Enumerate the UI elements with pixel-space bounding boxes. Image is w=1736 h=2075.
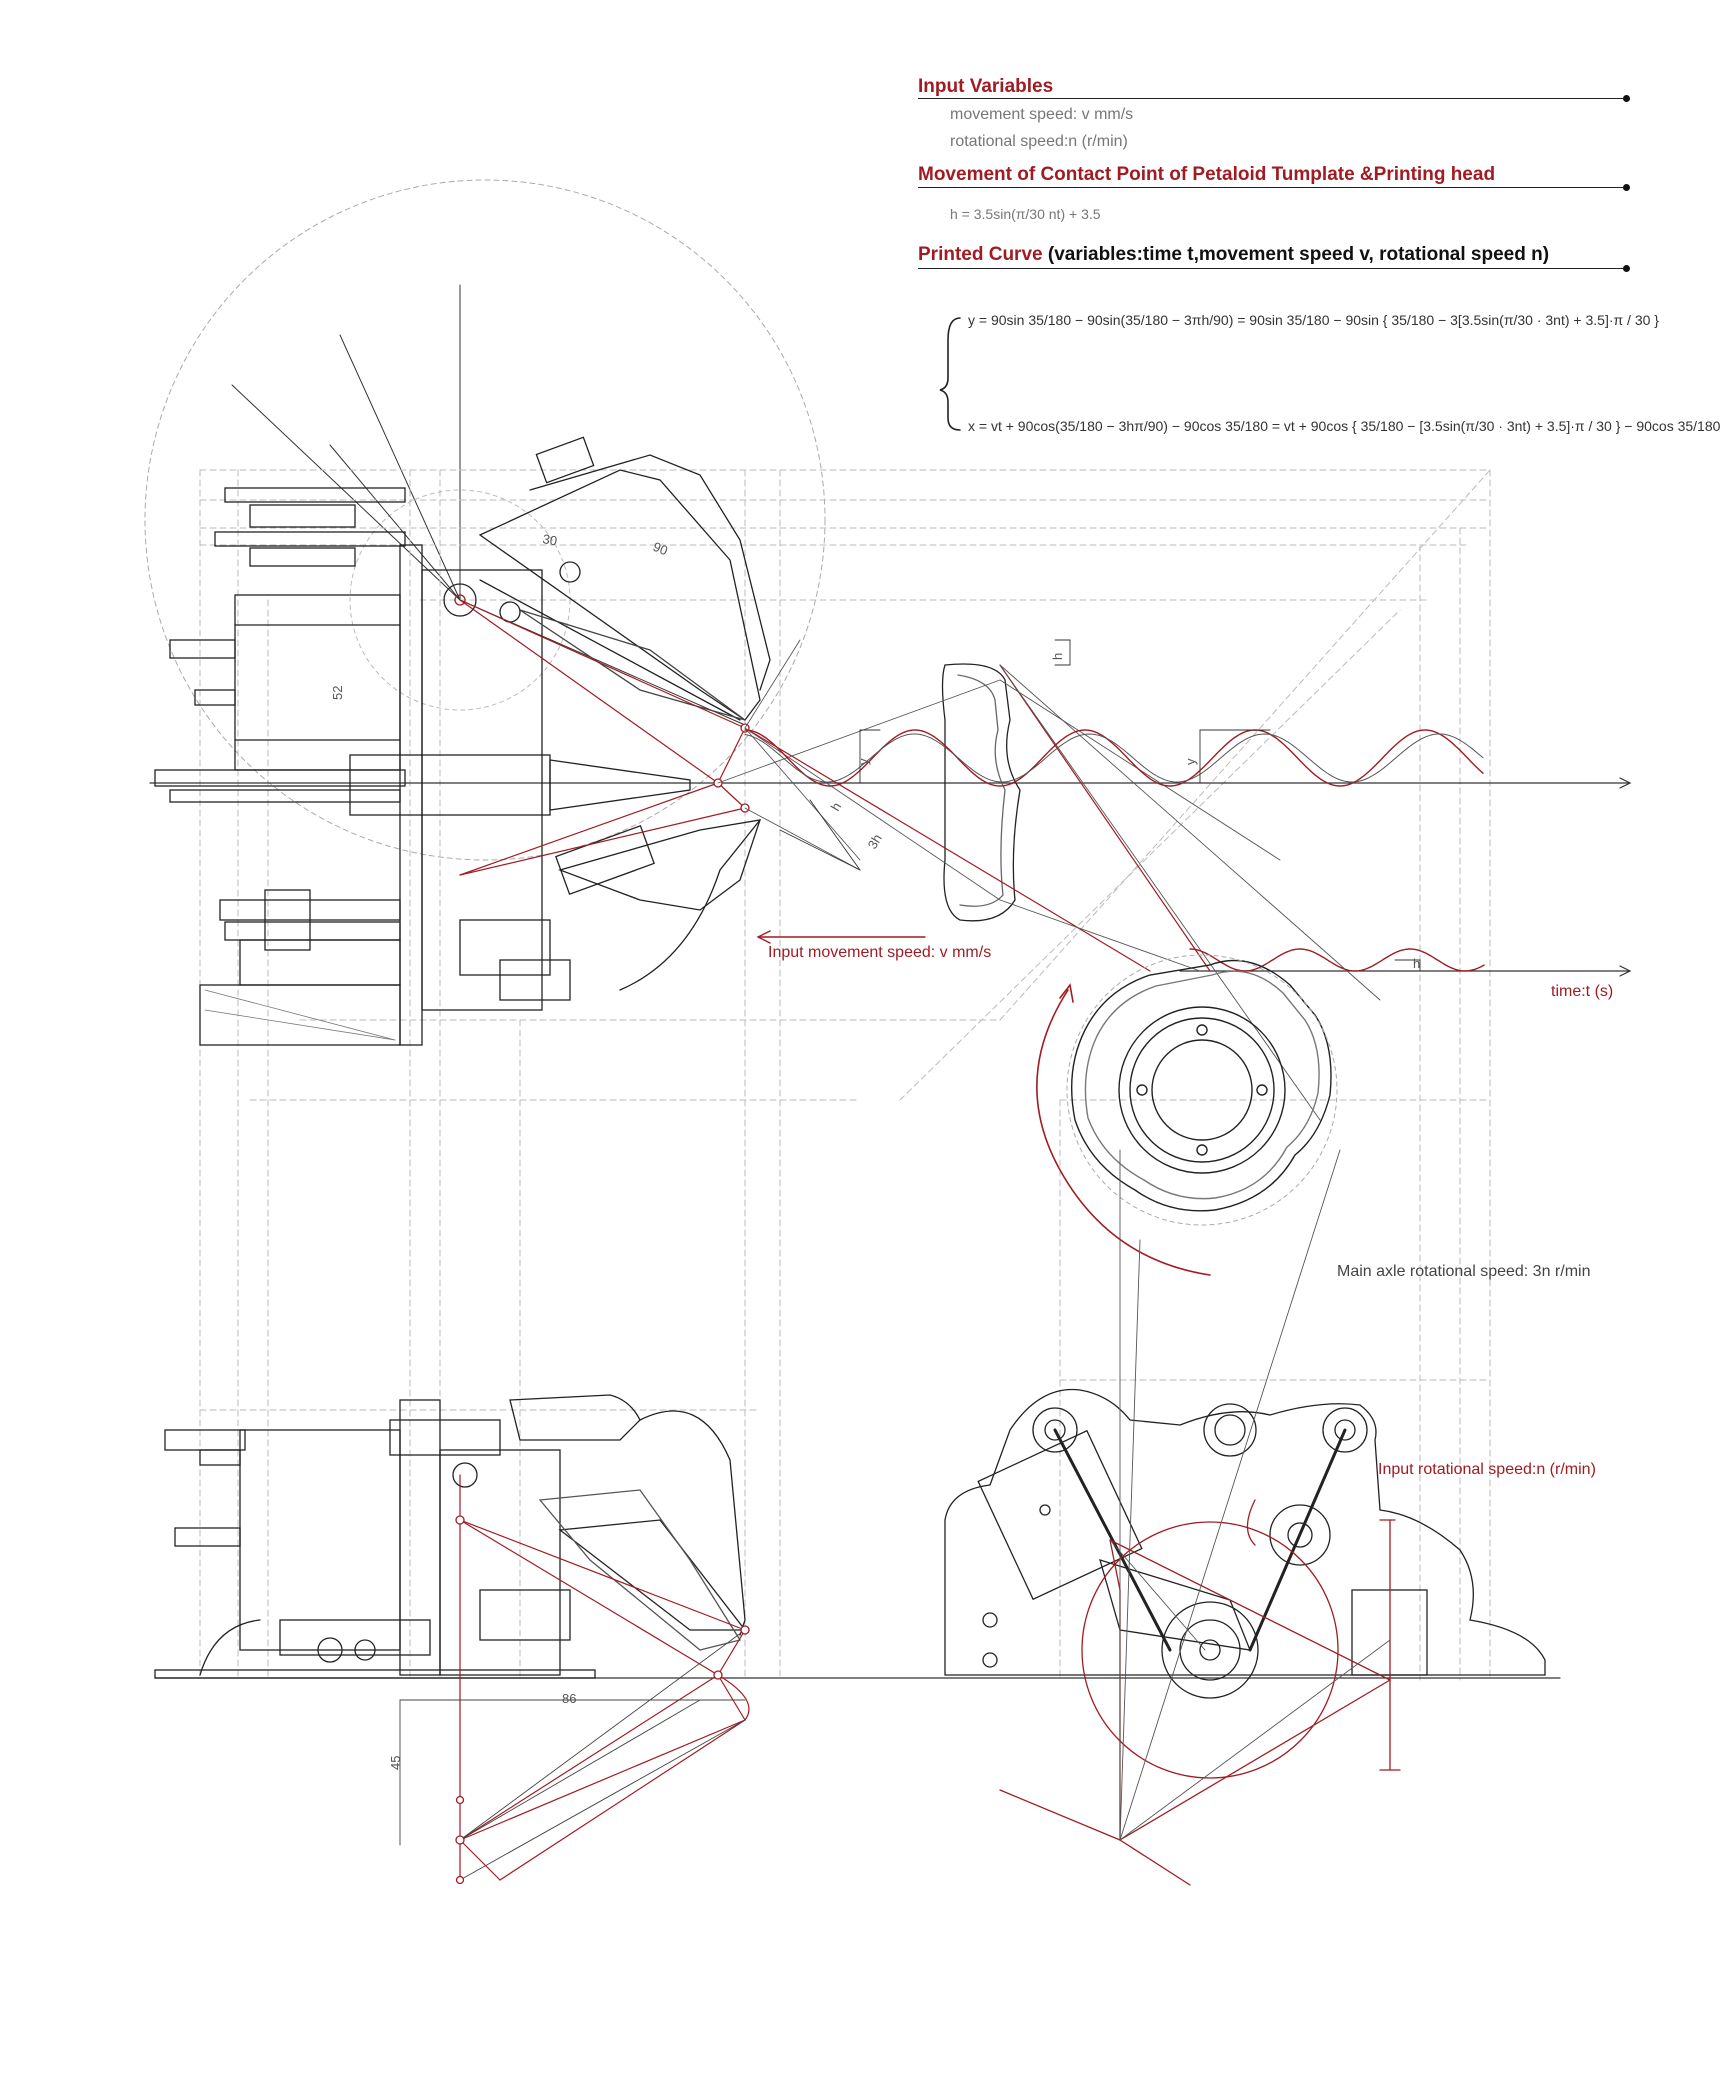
petaloid-template-profile (941, 663, 1021, 922)
rotational-speed-annotation: Input rotational speed:n (r/min) (1378, 1461, 1596, 1478)
bottom-front-view (944, 1388, 1546, 1699)
motion-axis-arrow (1619, 777, 1632, 789)
template-hub (1118, 1006, 1286, 1174)
gray-construction-front (1109, 1149, 1391, 1841)
bottom-side-view (154, 1394, 747, 1679)
printed-curve-wave-shadow (744, 733, 1484, 783)
time-axis-arrow (1619, 965, 1632, 977)
template-dashed-outline (1066, 954, 1338, 1226)
front-gear-box (977, 1429, 1143, 1601)
dimension-labels: 30 90 52 86 45 h y y h 3h h (330, 531, 1420, 1770)
lower-arm (557, 819, 761, 911)
h-formula: h = 3.5sin(π/30 nt) + 3.5 (950, 206, 1101, 222)
upper-hose (529, 454, 771, 691)
nozzle-cone (549, 759, 691, 811)
front-small-gear (1269, 1504, 1331, 1566)
lower-hose-top (639, 1410, 746, 1636)
section-rule (918, 184, 1630, 191)
movement-speed-variable: movement speed: v mm/s (950, 106, 1134, 123)
upper-rod (224, 487, 406, 503)
gray-construction-top (717, 639, 1381, 1121)
template-bore (1151, 1039, 1253, 1141)
projection-lines (199, 469, 1491, 1411)
movement-arrowhead (756, 930, 771, 944)
lower-central-housing (439, 1449, 561, 1676)
lower-shaft (154, 769, 406, 787)
h-label-2: h (828, 800, 845, 814)
h-label-time: h (1413, 956, 1420, 971)
printed-curve-wave (744, 729, 1484, 787)
petaloid-template-front (1071, 959, 1332, 1212)
lower-motor-body (239, 1429, 401, 1651)
rotation-arc (1036, 989, 1211, 1276)
dim-45-label: 45 (388, 1756, 403, 1770)
mounting-plate (399, 544, 423, 1046)
dashed-reference-circle (144, 179, 826, 861)
3h-label: 3h (865, 831, 885, 851)
front-housing-outline (944, 1388, 1546, 1676)
dim-86-label: 86 (562, 1691, 576, 1706)
gray-construction-bottom (399, 1629, 746, 1881)
printed-curve-title: Printed Curve (variables:time t,movement… (918, 244, 1549, 266)
equation-brace (939, 317, 961, 431)
dimension-marks (779, 639, 1421, 972)
rotation-arrowhead (1059, 983, 1074, 1003)
red-linkage-top (459, 599, 1211, 972)
base-upper-block (239, 939, 401, 986)
front-main-gear (1161, 1601, 1259, 1699)
printed-curve-title-red: Printed Curve (918, 244, 1043, 265)
lower-head-cap (509, 1394, 641, 1441)
section-rule (918, 95, 1630, 102)
x-formula: x = vt + 90cos(35/180 − 3hπ/90) − 90cos … (968, 418, 1721, 434)
contact-point-title: Movement of Contact Point of Petaloid Tu… (918, 164, 1496, 185)
y-label-2: y (1183, 758, 1198, 765)
angle-90-label: 90 (651, 539, 670, 558)
movement-speed-annotation: Input movement speed: v mm/s (768, 944, 992, 961)
printed-curve-title-vars: (variables:time t,movement speed v, rota… (1042, 244, 1550, 265)
red-linkage-bottom (459, 1474, 750, 1881)
y-label-1: y (856, 758, 871, 765)
rotational-speed-variable: rotational speed:n (r/min) (950, 133, 1128, 150)
red-linkage-front (999, 1499, 1401, 1886)
motor-body (234, 594, 401, 771)
central-housing (421, 569, 543, 1011)
contact-nodes-top (713, 723, 750, 813)
vertical-projection-lines (199, 469, 1491, 1681)
angle-30-label: 30 (541, 531, 558, 548)
main-axle-annotation: Main axle rotational speed: 3n r/min (1337, 1263, 1591, 1280)
upper-arm (478, 469, 761, 721)
lower-nozzle (558, 1519, 747, 1631)
spindle-housing (349, 754, 551, 816)
lower-mounting-plate (399, 1399, 441, 1676)
dim-52-label: 52 (330, 686, 345, 700)
h-over-time-wave (1189, 948, 1485, 972)
y-formula: y = 90sin 35/180 − 90sin(35/180 − 3πh/90… (968, 312, 1659, 328)
time-axis-label: time:t (s) (1551, 983, 1614, 1000)
front-nut (1203, 1403, 1257, 1457)
crank-circle (1081, 1521, 1339, 1779)
h-label-top: h (1050, 653, 1065, 660)
section-rule (918, 265, 1630, 272)
input-variables-title: Input Variables (918, 76, 1054, 97)
contact-nodes-bottom (455, 1515, 750, 1885)
lower-hose (619, 819, 761, 991)
